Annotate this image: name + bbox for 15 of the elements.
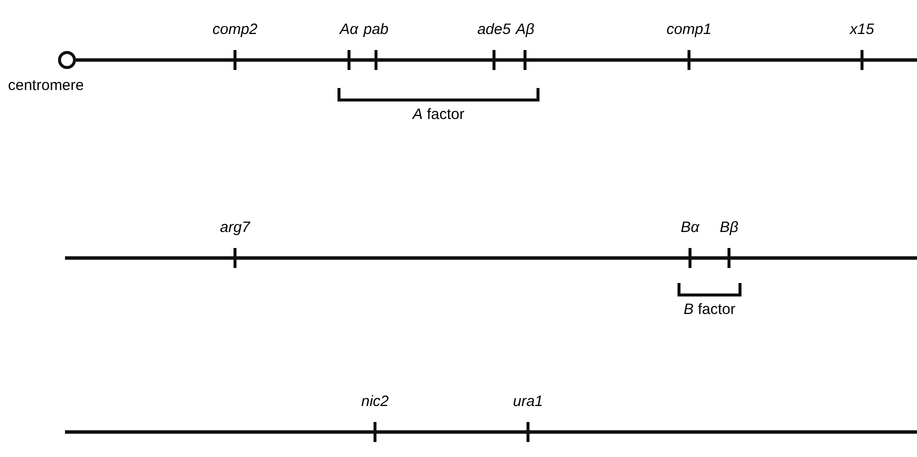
gene-label: ade5 (477, 22, 511, 37)
gene-label: Aα (340, 22, 358, 37)
gene-label: Aβ (516, 22, 534, 37)
gene-label: Bα (680, 220, 700, 235)
gene-label: ura1 (512, 394, 544, 409)
gene-label: arg7 (220, 220, 250, 235)
gene-label: Bβ (720, 220, 738, 235)
gene-label: comp2 (212, 22, 258, 37)
gene-label: comp1 (666, 22, 712, 37)
factor-label: B factor (684, 302, 736, 317)
node-caption: centromere (8, 78, 84, 93)
factor-label: A factor (412, 107, 464, 122)
gene-label: x15 (850, 22, 874, 37)
gene-label: pab (363, 22, 389, 37)
gene-label: nic2 (361, 394, 389, 409)
